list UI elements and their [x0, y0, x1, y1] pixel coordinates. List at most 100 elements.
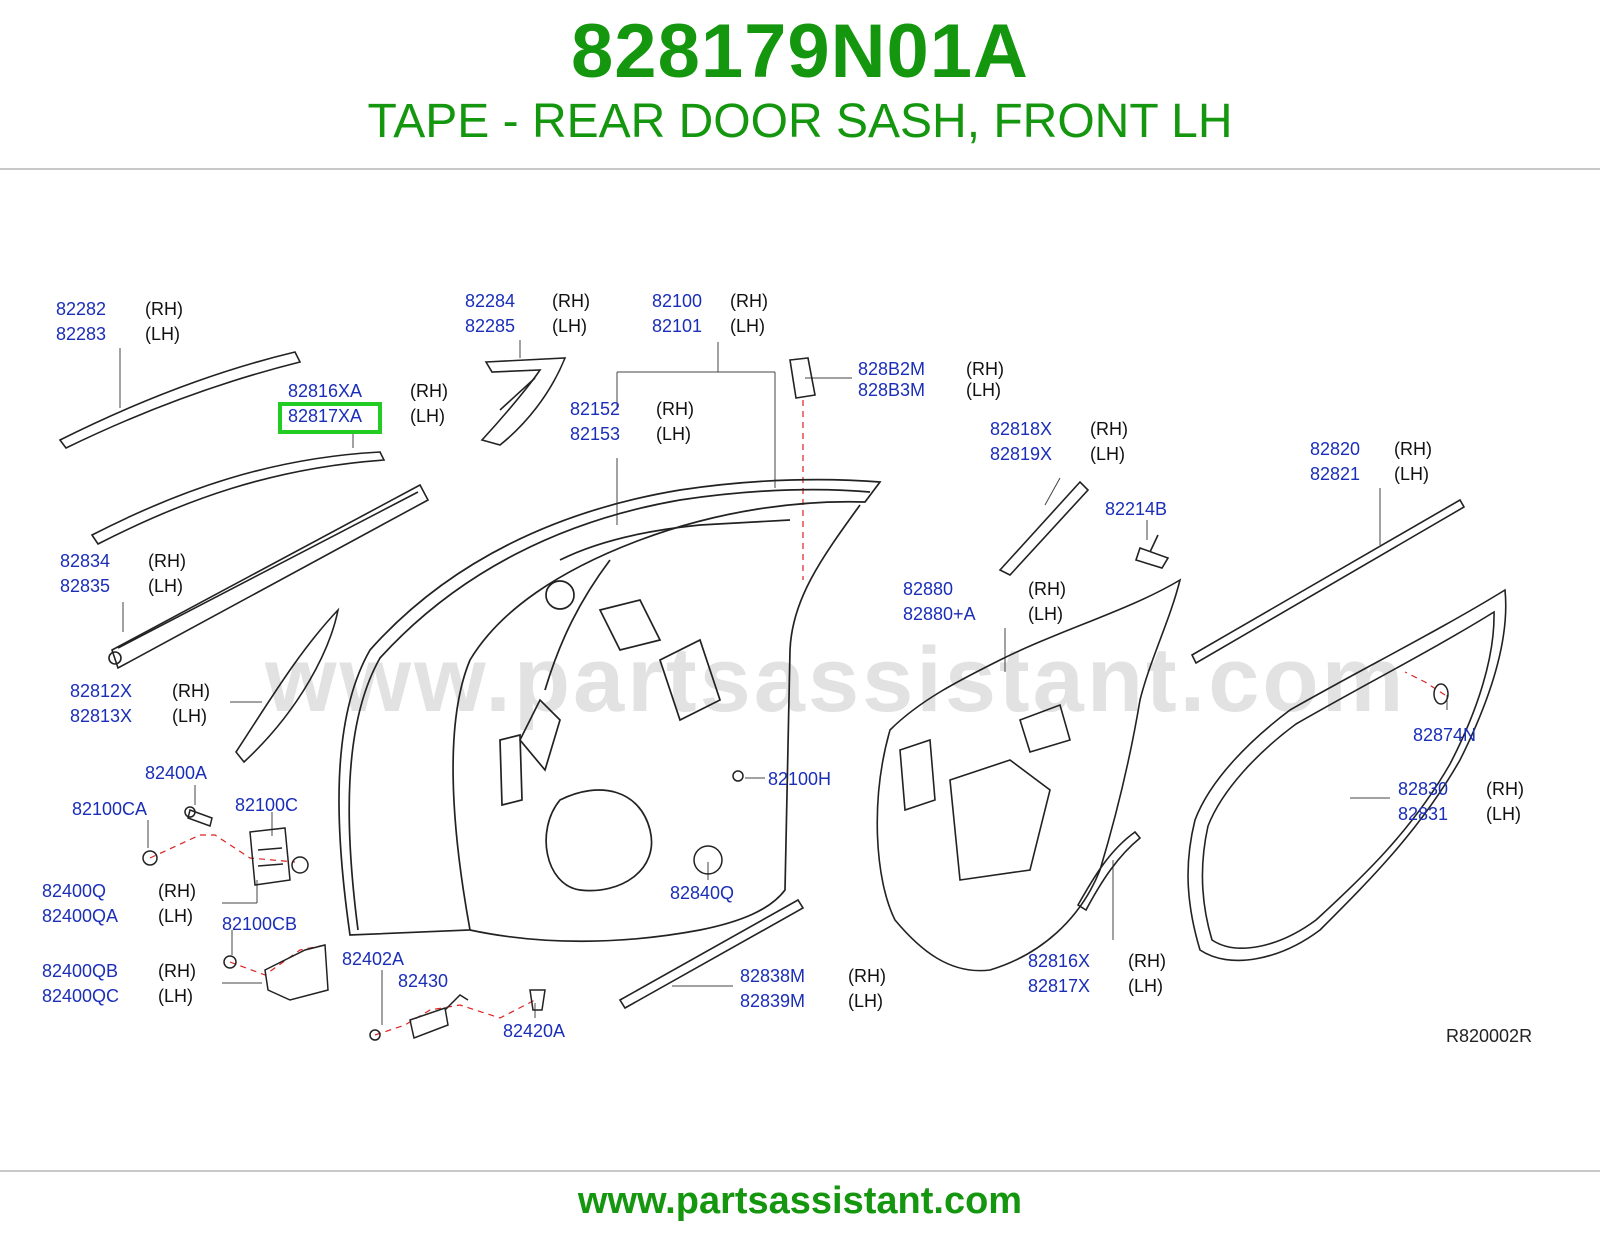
sill-seal-82838M	[618, 898, 805, 1010]
label-82100CA[interactable]: 82100CA	[72, 799, 148, 819]
corner-piece-82284	[480, 357, 567, 446]
sash-tape-82812X	[235, 607, 340, 764]
label-82812X[interactable]: 82812X	[70, 681, 133, 701]
label-82152[interactable]: 82152	[570, 399, 621, 419]
side-82817XA: (LH)	[410, 406, 445, 426]
label-82282[interactable]: 82282	[56, 299, 107, 319]
label-82838M[interactable]: 82838M	[740, 966, 806, 986]
label-82880[interactable]: 82880	[903, 579, 954, 599]
label-82831[interactable]: 82831	[1398, 804, 1449, 824]
label-82813X[interactable]: 82813X	[70, 706, 133, 726]
side-82818X: (RH)	[1090, 419, 1128, 439]
label-82400QB[interactable]: 82400QB	[42, 961, 119, 981]
label-82400Q[interactable]: 82400Q	[42, 881, 107, 901]
clip-82214B	[1134, 534, 1170, 569]
bolt-82400A	[184, 806, 213, 827]
label-82840Q[interactable]: 82840Q	[670, 883, 735, 903]
label-82839M[interactable]: 82839M	[740, 991, 806, 1011]
outer-weatherstrip-82834	[108, 483, 430, 670]
side-82285: (LH)	[552, 316, 587, 336]
label-828B2M[interactable]: 828B2M	[858, 359, 926, 379]
label-82830[interactable]: 82830	[1398, 779, 1449, 799]
side-82880A: (LH)	[1028, 604, 1063, 624]
label-82817XA-highlighted[interactable]: 82817XA	[288, 406, 363, 426]
waist-moulding-82820	[1190, 498, 1466, 665]
label-82153[interactable]: 82153	[570, 424, 621, 444]
clip-828B2M	[789, 357, 816, 399]
bolt-82402A	[369, 1029, 381, 1041]
side-82821: (LH)	[1394, 464, 1429, 484]
upper-moulding-82282	[58, 351, 302, 450]
side-82153: (LH)	[656, 424, 691, 444]
label-82283[interactable]: 82283	[56, 324, 107, 344]
label-82817X[interactable]: 82817X	[1028, 976, 1091, 996]
side-82819X: (LH)	[1090, 444, 1125, 464]
label-82400QC[interactable]: 82400QC	[42, 986, 120, 1006]
diagram-reference-code: R820002R	[1446, 1026, 1533, 1046]
label-82420A[interactable]: 82420A	[503, 1021, 566, 1041]
label-82100[interactable]: 82100	[652, 291, 703, 311]
side-82820: (RH)	[1394, 439, 1432, 459]
label-82816XA[interactable]: 82816XA	[288, 381, 363, 401]
label-82818X[interactable]: 82818X	[990, 419, 1053, 439]
footer-divider	[0, 1170, 1600, 1172]
part-description: TAPE - REAR DOOR SASH, FRONT LH	[367, 95, 1233, 148]
label-82285[interactable]: 82285	[465, 316, 516, 336]
bolt-82420A	[529, 989, 546, 1011]
side-82100: (RH)	[730, 291, 768, 311]
label-82816X[interactable]: 82816X	[1028, 951, 1091, 971]
label-82214B[interactable]: 82214B	[1105, 499, 1168, 519]
side-82400QC: (LH)	[158, 986, 193, 1006]
side-82282: (RH)	[145, 299, 183, 319]
highlight-box	[278, 402, 382, 434]
label-828B3M[interactable]: 828B3M	[858, 380, 926, 400]
hinge-82400Q	[249, 827, 291, 886]
header-divider	[0, 168, 1600, 170]
side-82834: (RH)	[148, 551, 186, 571]
plug-82874N	[1433, 683, 1449, 705]
side-82812X: (RH)	[172, 681, 210, 701]
label-82100H[interactable]: 82100H	[768, 769, 832, 789]
side-82835: (LH)	[148, 576, 183, 596]
label-82100CB[interactable]: 82100CB	[222, 914, 298, 934]
nut-82100C	[291, 856, 309, 874]
label-82880A[interactable]: 82880+A	[903, 604, 976, 624]
part-number-title: 828179N01A	[571, 9, 1029, 94]
watermark: www.partsassistant.com	[265, 629, 1407, 731]
label-82284[interactable]: 82284	[465, 291, 516, 311]
side-82839M: (LH)	[848, 991, 883, 1011]
side-82283: (LH)	[145, 324, 180, 344]
side-82880: (RH)	[1028, 579, 1066, 599]
nut-82100CB	[223, 955, 237, 969]
side-82816X: (RH)	[1128, 951, 1166, 971]
door-panel-82100	[338, 478, 882, 943]
label-82101[interactable]: 82101	[652, 316, 703, 336]
side-82152: (RH)	[656, 399, 694, 419]
side-82400Q: (RH)	[158, 881, 196, 901]
label-82402A[interactable]: 82402A	[342, 949, 405, 969]
leader-lines	[119, 340, 1448, 1025]
footer-website-link[interactable]: www.partsassistant.com	[577, 1180, 1023, 1222]
label-82821[interactable]: 82821	[1310, 464, 1361, 484]
label-82874N[interactable]: 82874N	[1413, 725, 1477, 745]
plug-82100H	[732, 770, 744, 782]
side-82101: (LH)	[730, 316, 765, 336]
label-82100C[interactable]: 82100C	[235, 795, 299, 815]
label-82834[interactable]: 82834	[60, 551, 111, 571]
sealing-screen-82880	[876, 578, 1182, 972]
label-82400QA[interactable]: 82400QA	[42, 906, 119, 926]
check-link-82430	[409, 994, 469, 1040]
sash-tape-82816X	[1076, 830, 1142, 912]
label-82400A[interactable]: 82400A	[145, 763, 208, 783]
door-weatherstrip-82830	[1187, 588, 1507, 962]
sash-tape-82816XA	[90, 451, 386, 546]
plug-82840Q	[693, 845, 723, 875]
side-82400QB: (RH)	[158, 961, 196, 981]
side-82838M: (RH)	[848, 966, 886, 986]
label-82835[interactable]: 82835	[60, 576, 111, 596]
label-82819X[interactable]: 82819X	[990, 444, 1053, 464]
label-82820[interactable]: 82820	[1310, 439, 1361, 459]
side-82830: (RH)	[1486, 779, 1524, 799]
label-82430[interactable]: 82430	[398, 971, 449, 991]
